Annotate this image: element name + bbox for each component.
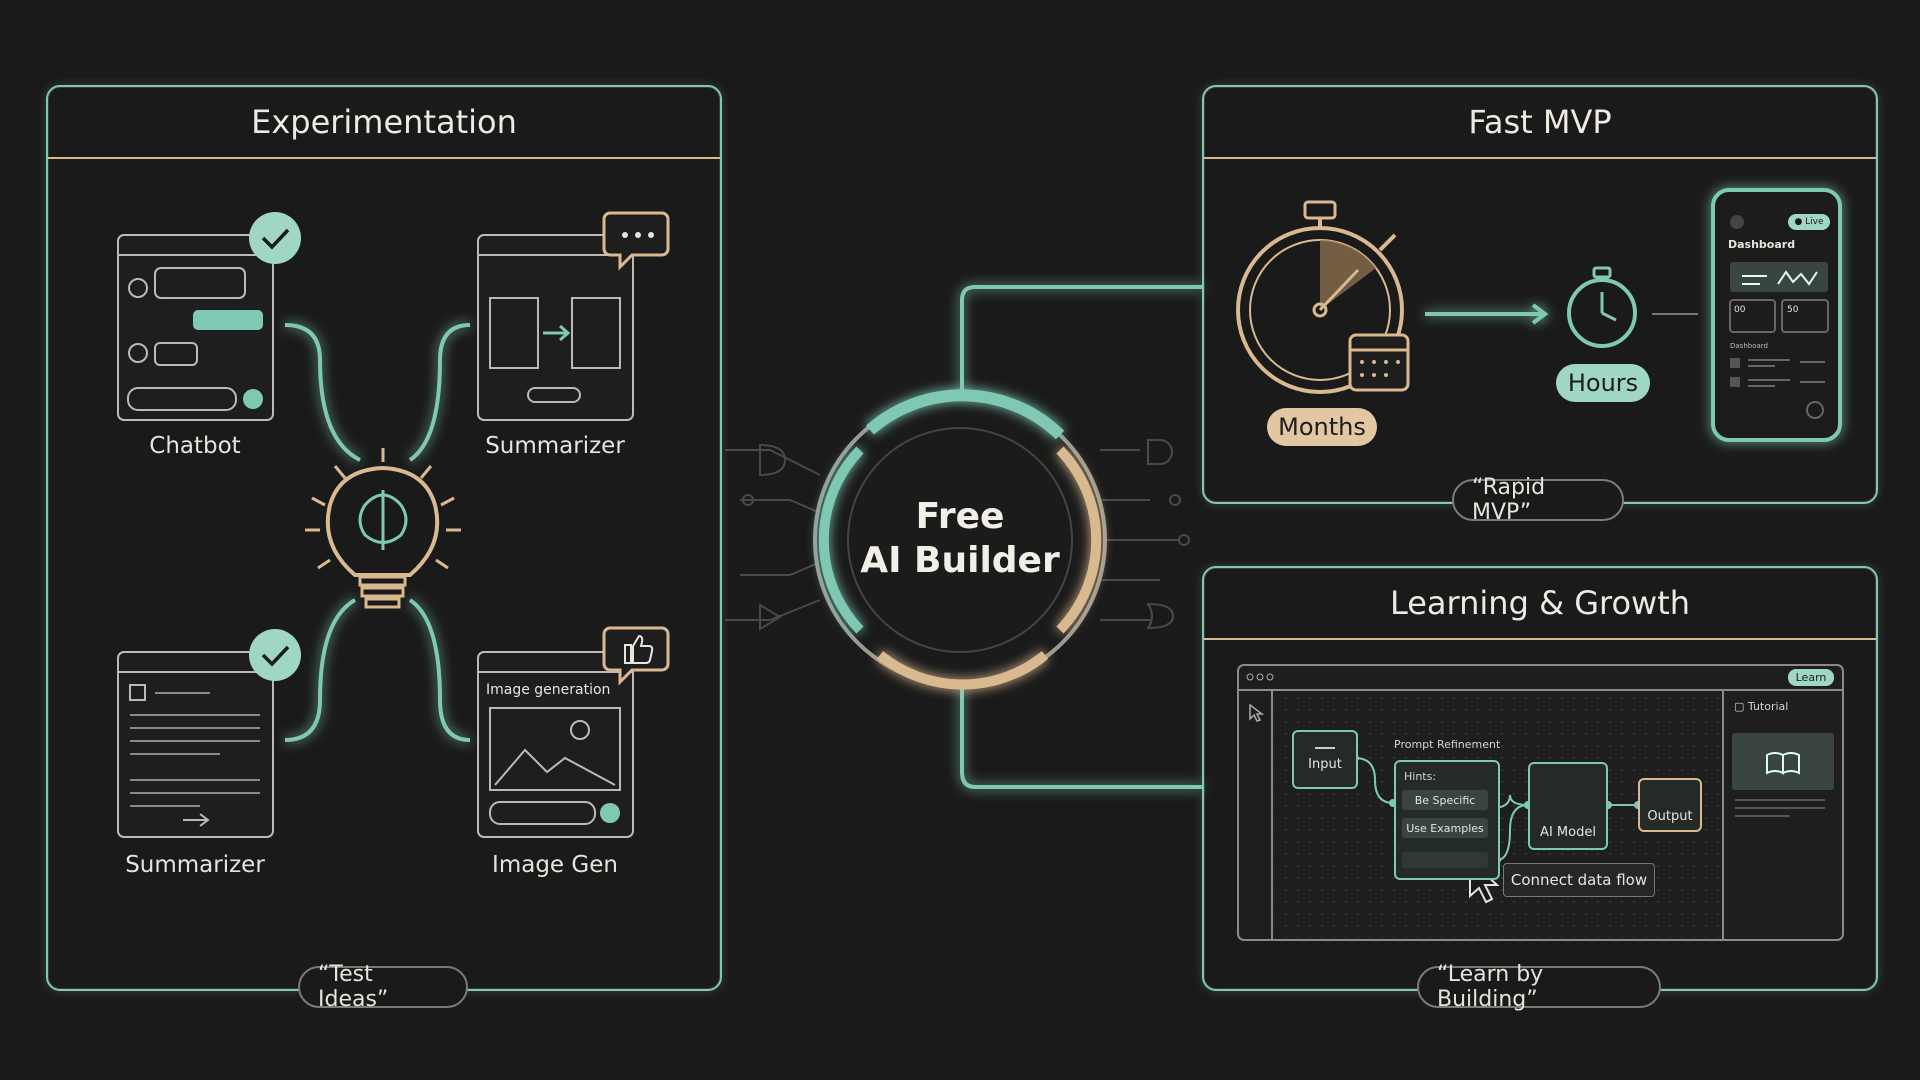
tutorial-label: ▢ Tutorial bbox=[1734, 700, 1789, 713]
prompt-refinement-node[interactable]: Hints: Be Specific Use Examples bbox=[1394, 760, 1500, 880]
flow-links bbox=[1354, 757, 1638, 861]
arrow-icon bbox=[1425, 303, 1549, 325]
label-summarizer-bottom: Summarizer bbox=[125, 852, 265, 878]
branch-lines bbox=[284, 323, 471, 742]
stopwatch-large-icon bbox=[1236, 200, 1404, 394]
input-node-label: Input bbox=[1308, 757, 1342, 772]
phone-mockup-icon bbox=[1711, 188, 1842, 442]
learn-badge[interactable]: Learn bbox=[1788, 669, 1834, 686]
caption-rapid-mvp: “Rapid MVP” bbox=[1452, 475, 1624, 525]
chatbot-window-icon bbox=[117, 234, 274, 421]
label-image-gen: Image Gen bbox=[492, 852, 618, 878]
badge-hours: Hours bbox=[1556, 364, 1650, 402]
tutorial-text: Tutorial bbox=[1747, 700, 1789, 713]
badge-months: Months bbox=[1267, 408, 1377, 446]
document-window-icon bbox=[117, 651, 274, 838]
panel-title-experimentation: Experimentation bbox=[48, 87, 720, 159]
label-summarizer-top: Summarizer bbox=[485, 433, 625, 459]
hint-empty-slot bbox=[1402, 852, 1488, 868]
center-title-line1: Free bbox=[915, 496, 1005, 537]
connector-top-right bbox=[960, 285, 1202, 400]
check-badge-icon-2 bbox=[249, 629, 301, 681]
ai-model-label: AI Model bbox=[1540, 825, 1596, 840]
phone-stat-2: 50 bbox=[1787, 305, 1799, 315]
connect-tooltip: Connect data flow bbox=[1503, 863, 1655, 897]
label-chatbot: Chatbot bbox=[149, 433, 241, 459]
connector-bottom-right bbox=[960, 680, 1202, 789]
output-node[interactable]: Output bbox=[1638, 778, 1702, 832]
phone-section: Dashboard bbox=[1730, 342, 1768, 350]
thumbs-up-icon bbox=[602, 626, 670, 686]
panel-learning-growth: Learning & Growth bbox=[1202, 566, 1878, 991]
speech-bubble-icon bbox=[602, 211, 670, 271]
phone-header: Dashboard bbox=[1728, 238, 1796, 251]
ai-model-node[interactable]: AI Model bbox=[1528, 762, 1608, 850]
prompt-refinement-label: Prompt Refinement bbox=[1394, 738, 1501, 751]
phone-live-badge: ● Live bbox=[1788, 214, 1830, 230]
summarizer-window-icon bbox=[477, 234, 634, 421]
image-card-heading: Image generation bbox=[486, 682, 611, 698]
stopwatch-small-icon bbox=[1567, 266, 1637, 348]
caption-learn-by-building: “Learn by Building” bbox=[1417, 962, 1661, 1012]
circuit-traces bbox=[725, 439, 1190, 631]
hint-use-examples[interactable]: Use Examples bbox=[1402, 818, 1488, 838]
calendar-icon bbox=[1348, 333, 1410, 392]
center-title-line2: AI Builder bbox=[860, 540, 1060, 581]
center-title: Free AI Builder bbox=[860, 495, 1060, 583]
phone-stat-1: 00 bbox=[1734, 305, 1746, 315]
lightbulb-icon bbox=[305, 448, 461, 609]
check-badge-icon bbox=[249, 212, 301, 264]
output-label: Output bbox=[1647, 809, 1693, 824]
hint-be-specific[interactable]: Be Specific bbox=[1402, 790, 1488, 810]
panel-title-fast-mvp: Fast MVP bbox=[1204, 87, 1876, 159]
hints-label: Hints: bbox=[1404, 770, 1437, 783]
input-node[interactable]: Input bbox=[1292, 730, 1358, 789]
panel-title-learning-growth: Learning & Growth bbox=[1204, 568, 1876, 640]
caption-test-ideas: “Test Ideas” bbox=[298, 962, 468, 1012]
image-gen-window-icon bbox=[477, 651, 634, 838]
